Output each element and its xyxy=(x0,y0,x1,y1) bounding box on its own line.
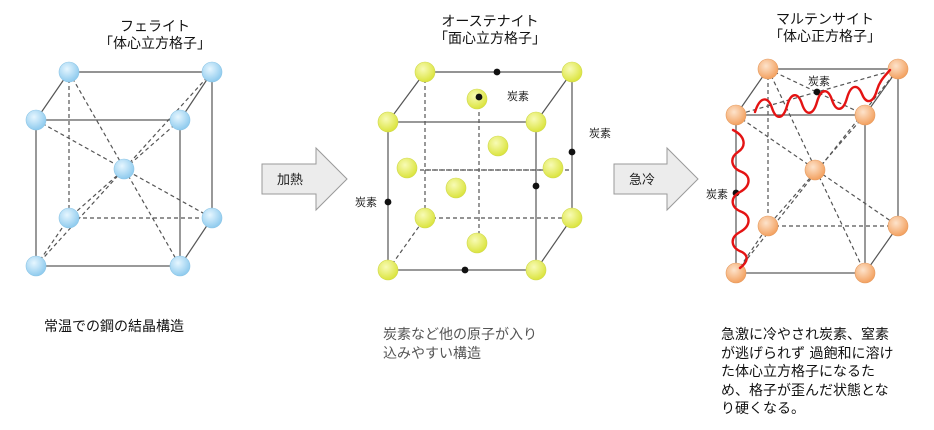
heating-arrow: 加熱 xyxy=(261,146,348,212)
austenite-carbon-label: 炭素 xyxy=(589,127,611,140)
carbon-atom xyxy=(493,68,501,76)
iron-atom xyxy=(561,61,583,83)
iron-atom xyxy=(757,58,779,80)
iron-atom xyxy=(169,109,191,131)
iron-atom xyxy=(525,111,547,133)
iron-atom xyxy=(887,58,909,80)
strain-squiggle-left xyxy=(731,128,750,270)
iron-atom xyxy=(854,104,876,126)
carbon-atom xyxy=(461,266,469,274)
martensite-front-face xyxy=(735,114,866,274)
ferrite-atoms xyxy=(25,61,223,277)
martensite-description: 急激に冷やされ炭素、窒素 が逃げられず 過飽和に溶け た体心立方格子になるた め… xyxy=(721,326,893,419)
austenite-description-line: 込みやすい構造 xyxy=(383,346,481,362)
iron-atom xyxy=(25,255,47,277)
martensite-atoms xyxy=(725,58,909,284)
iron-atom xyxy=(525,259,547,281)
carbon-atom xyxy=(384,198,392,206)
austenite-structure: 「面心立方格子」 xyxy=(434,31,546,47)
austenite-carbon-label: 炭素 xyxy=(355,196,377,209)
iron-atom-center xyxy=(113,158,135,180)
austenite-carbon-atoms xyxy=(384,68,576,274)
martensite-description-line: め、格子が歪んだ状態とな xyxy=(721,382,889,399)
heating-label: 加熱 xyxy=(277,173,303,188)
carbon-atom xyxy=(568,148,576,156)
ferrite-front-face xyxy=(35,119,181,267)
martensite-description-line: 急激に冷やされ炭素、窒素 xyxy=(721,327,889,343)
iron-atom xyxy=(201,61,223,83)
ferrite-structure: 「体心立方格子」 xyxy=(99,36,211,52)
iron-atom xyxy=(169,255,191,277)
iron-atom-center xyxy=(804,159,826,181)
austenite-edge xyxy=(387,71,426,123)
iron-atom xyxy=(201,207,223,229)
iron-atom-face-left xyxy=(396,157,418,179)
austenite-description-line: 炭素など他の原子が入り xyxy=(383,327,537,343)
martensite-carbon-label: 炭素 xyxy=(808,75,830,88)
martensite-title-block: マルテンサイト 「体心正方格子」 xyxy=(755,12,895,46)
iron-atom xyxy=(887,215,909,237)
iron-atom xyxy=(377,259,399,281)
lattice-strain-lines xyxy=(731,68,892,270)
austenite-title: オーステナイト xyxy=(441,14,539,30)
martensite-carbon-label: 炭素 xyxy=(706,188,728,201)
iron-atom xyxy=(561,207,583,229)
iron-atom xyxy=(757,215,779,237)
ferrite-title-block: フェライト 「体心立方格子」 xyxy=(95,19,215,53)
martensite-description-line: り硬くなる。 xyxy=(721,401,805,417)
ferrite-description: 常温での鋼の結晶構造 xyxy=(44,319,184,335)
iron-atom xyxy=(854,262,876,284)
austenite-title-block: オーステナイト 「面心立方格子」 xyxy=(420,14,560,48)
austenite-edge xyxy=(535,217,573,271)
quenching-arrow: 急冷 xyxy=(613,146,699,212)
ferrite-title: フェライト xyxy=(120,19,190,35)
austenite-edge xyxy=(387,217,426,271)
martensite-back-face xyxy=(768,68,899,226)
iron-atom xyxy=(414,61,436,83)
carbon-atom xyxy=(475,93,483,101)
iron-atom xyxy=(377,111,399,133)
iron-atom xyxy=(725,104,747,126)
austenite-carbon-label: 炭素 xyxy=(507,90,529,103)
austenite-description: 炭素など他の原子が入り 込みやすい構造 xyxy=(383,326,537,364)
iron-atom xyxy=(414,207,436,229)
martensite-structure: 「体心正方格子」 xyxy=(769,29,881,45)
iron-atom-face-front xyxy=(445,177,467,199)
iron-atom xyxy=(25,109,47,131)
iron-atom xyxy=(58,61,80,83)
quenching-label: 急冷 xyxy=(629,173,655,188)
martensite-description-line: た体心立方格子になるた xyxy=(721,364,875,380)
iron-atom-face-right xyxy=(542,157,564,179)
martensite-title: マルテンサイト xyxy=(776,12,874,28)
iron-atom-face-bottom xyxy=(466,232,488,254)
martensite-description-line: が逃げられず 過飽和に溶け xyxy=(721,345,894,362)
carbon-atom xyxy=(813,88,821,96)
iron-atom xyxy=(58,207,80,229)
iron-atom-face-back xyxy=(487,135,509,157)
strain-squiggle-top xyxy=(753,68,892,118)
carbon-atom xyxy=(532,182,540,190)
